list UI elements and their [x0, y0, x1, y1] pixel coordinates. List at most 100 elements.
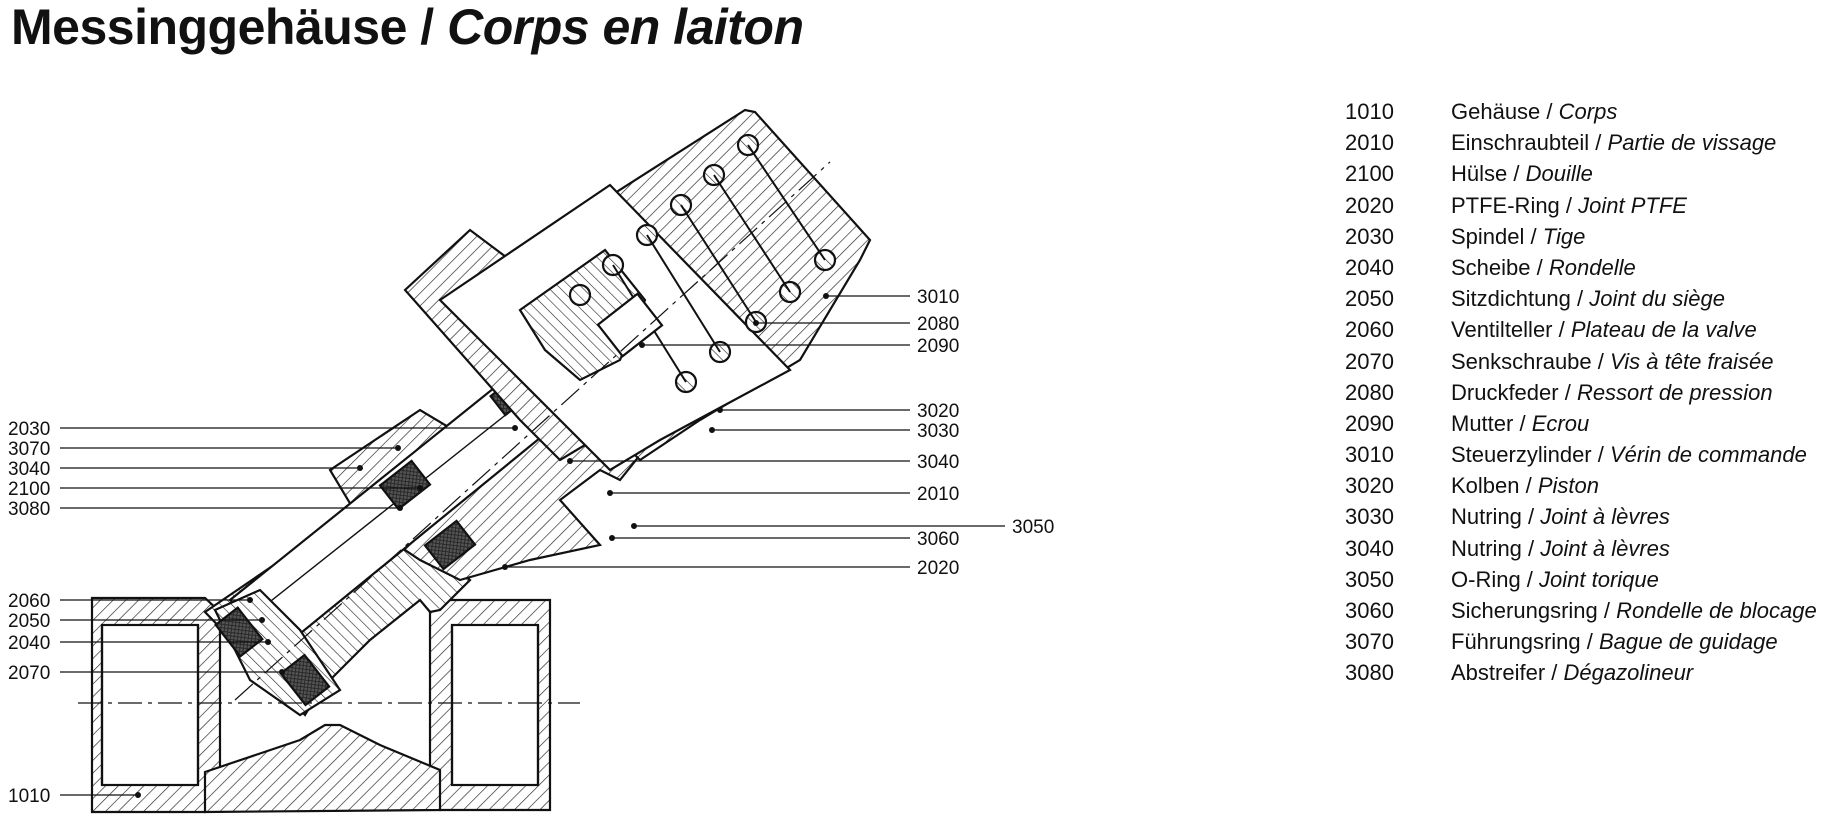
- legend-french: Joint à lèvres: [1540, 504, 1670, 530]
- legend-code: 2020: [1345, 192, 1394, 218]
- legend-french: Piston: [1537, 473, 1600, 499]
- legend-german: Scheibe: [1451, 254, 1531, 280]
- legend-french: Joint du siège: [1589, 286, 1725, 312]
- legend-german: Sicherungsring: [1451, 598, 1598, 623]
- legend-german: Druckfeder: [1451, 379, 1559, 405]
- legend-code: 3020: [1345, 473, 1394, 499]
- callout-left-2060: 2060: [8, 591, 50, 612]
- left-callout-dots: [135, 425, 518, 798]
- legend-code: 3070: [1345, 629, 1394, 655]
- callout-right-2010: 2010: [917, 484, 959, 505]
- legend-code: 3010: [1345, 442, 1394, 468]
- legend-german: Nutring: [1451, 535, 1522, 561]
- legend-german: Nutring: [1451, 504, 1522, 530]
- callout-left-2030: 2030: [8, 419, 50, 440]
- center-lines: [78, 161, 831, 704]
- legend-french: Ecrou: [1531, 410, 1590, 436]
- legend-french: Joint à lèvres: [1540, 535, 1670, 561]
- legend-french: Joint torique: [1539, 566, 1659, 592]
- legend-french: Partie de vissage: [1607, 130, 1777, 156]
- legend-french: Corps: [1558, 99, 1618, 124]
- callout-right-2080: 2080: [917, 314, 959, 335]
- callout-left-3070: 3070: [8, 439, 50, 460]
- legend-french: Tige: [1542, 223, 1586, 249]
- legend-code: 2080: [1345, 379, 1394, 405]
- legend-code: 2100: [1345, 161, 1394, 187]
- legend-german: Ventilteller: [1451, 317, 1553, 343]
- legend-code: 2010: [1345, 130, 1394, 156]
- legend-german: Gehäuse: [1451, 99, 1541, 124]
- legend-german: Abstreifer: [1451, 660, 1546, 686]
- legend-german: Spindel: [1451, 223, 1525, 249]
- legend-german: Steuerzylinder: [1451, 442, 1592, 468]
- legend-code: 2090: [1345, 410, 1394, 436]
- title-separator: /: [406, 0, 448, 55]
- legend-german: Hülse: [1451, 161, 1508, 187]
- legend-german: O-Ring: [1451, 566, 1521, 592]
- legend-french: Douille: [1525, 161, 1593, 187]
- legend-french: Rondelle de blocage: [1616, 598, 1817, 623]
- legend-french: Vérin de commande: [1609, 442, 1807, 468]
- callout-right-3030: 3030: [917, 421, 959, 442]
- right-callouts: [505, 295, 1005, 568]
- legend-german: Mutter: [1451, 410, 1514, 436]
- callout-left-2070: 2070: [8, 663, 50, 684]
- callout-right-3020: 3020: [917, 401, 959, 422]
- legend-code: 3040: [1345, 535, 1394, 561]
- callout-left-2050: 2050: [8, 611, 50, 632]
- callout-left-3080: 3080: [8, 499, 50, 520]
- legend-code: 3060: [1345, 598, 1394, 623]
- legend-french: Ressort de pression: [1576, 379, 1773, 405]
- legend-code: 2070: [1345, 348, 1394, 374]
- legend-french: Vis à tête fraisée: [1610, 348, 1774, 374]
- callout-right-2090: 2090: [917, 336, 959, 357]
- legend-code: 2040: [1345, 254, 1394, 280]
- legend-code: 1010: [1345, 99, 1394, 124]
- legend-german: Führungsring: [1451, 629, 1581, 655]
- legend-code: 3050: [1345, 566, 1394, 592]
- left-callouts: [60, 427, 515, 796]
- legend-french: Joint PTFE: [1578, 192, 1687, 218]
- page-title: Messinggehäuse / Corps en laiton: [11, 0, 804, 56]
- right-callout-dots: [502, 293, 829, 570]
- callout-left-3040: 3040: [8, 459, 50, 480]
- legend-code: 3080: [1345, 660, 1394, 686]
- legend-french: Dégazolineur: [1563, 660, 1694, 686]
- title-french: Corps en laiton: [447, 0, 804, 55]
- legend-french: Bague de guidage: [1598, 629, 1778, 655]
- legend-code: 3030: [1345, 504, 1394, 530]
- legend-german: Senkschraube: [1451, 348, 1592, 374]
- callout-left-1010: 1010: [8, 786, 50, 807]
- legend-french: Rondelle: [1548, 254, 1636, 280]
- control-cylinder: [403, 108, 872, 472]
- callout-left-2100: 2100: [8, 479, 50, 500]
- callout-right-3010: 3010: [917, 287, 959, 308]
- legend-german: Einschraubteil: [1451, 130, 1590, 156]
- legend-code: 2060: [1345, 317, 1394, 343]
- callout-right-2020: 2020: [917, 558, 959, 579]
- legend-code: 2030: [1345, 223, 1394, 249]
- legend-code: 2050: [1345, 286, 1394, 312]
- legend-german: Kolben: [1451, 473, 1520, 499]
- legend-german: PTFE-Ring: [1451, 192, 1560, 218]
